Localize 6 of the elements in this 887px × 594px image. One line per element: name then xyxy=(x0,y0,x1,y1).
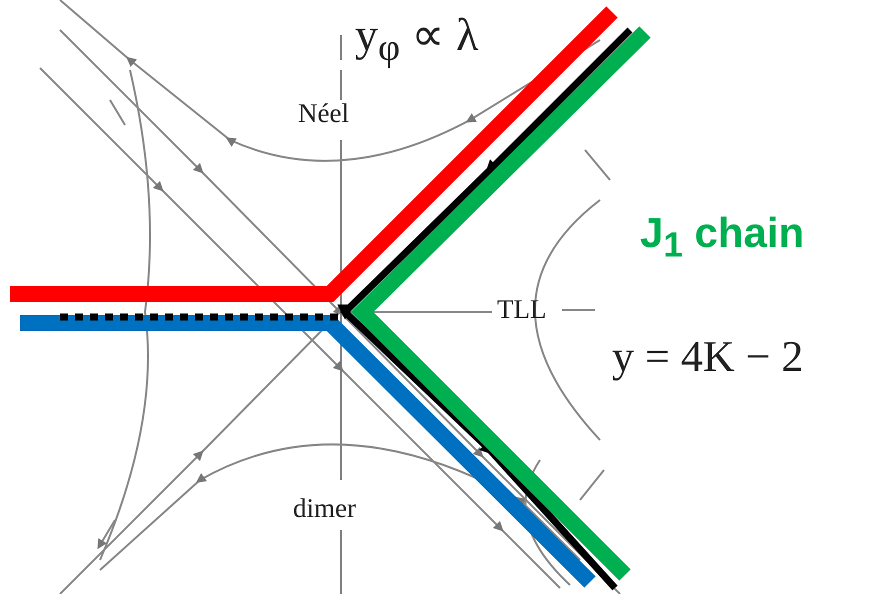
formula-label: y$_{φ}$ ∝ λ xyxy=(355,12,478,68)
phase-label: dimer xyxy=(293,495,356,522)
formula-label: y = 4K − 2 xyxy=(612,335,804,379)
phase-label: J$_{1}$ chain xyxy=(640,212,804,262)
phase-label: TLL xyxy=(497,296,546,323)
phase-label: Néel xyxy=(298,100,349,127)
